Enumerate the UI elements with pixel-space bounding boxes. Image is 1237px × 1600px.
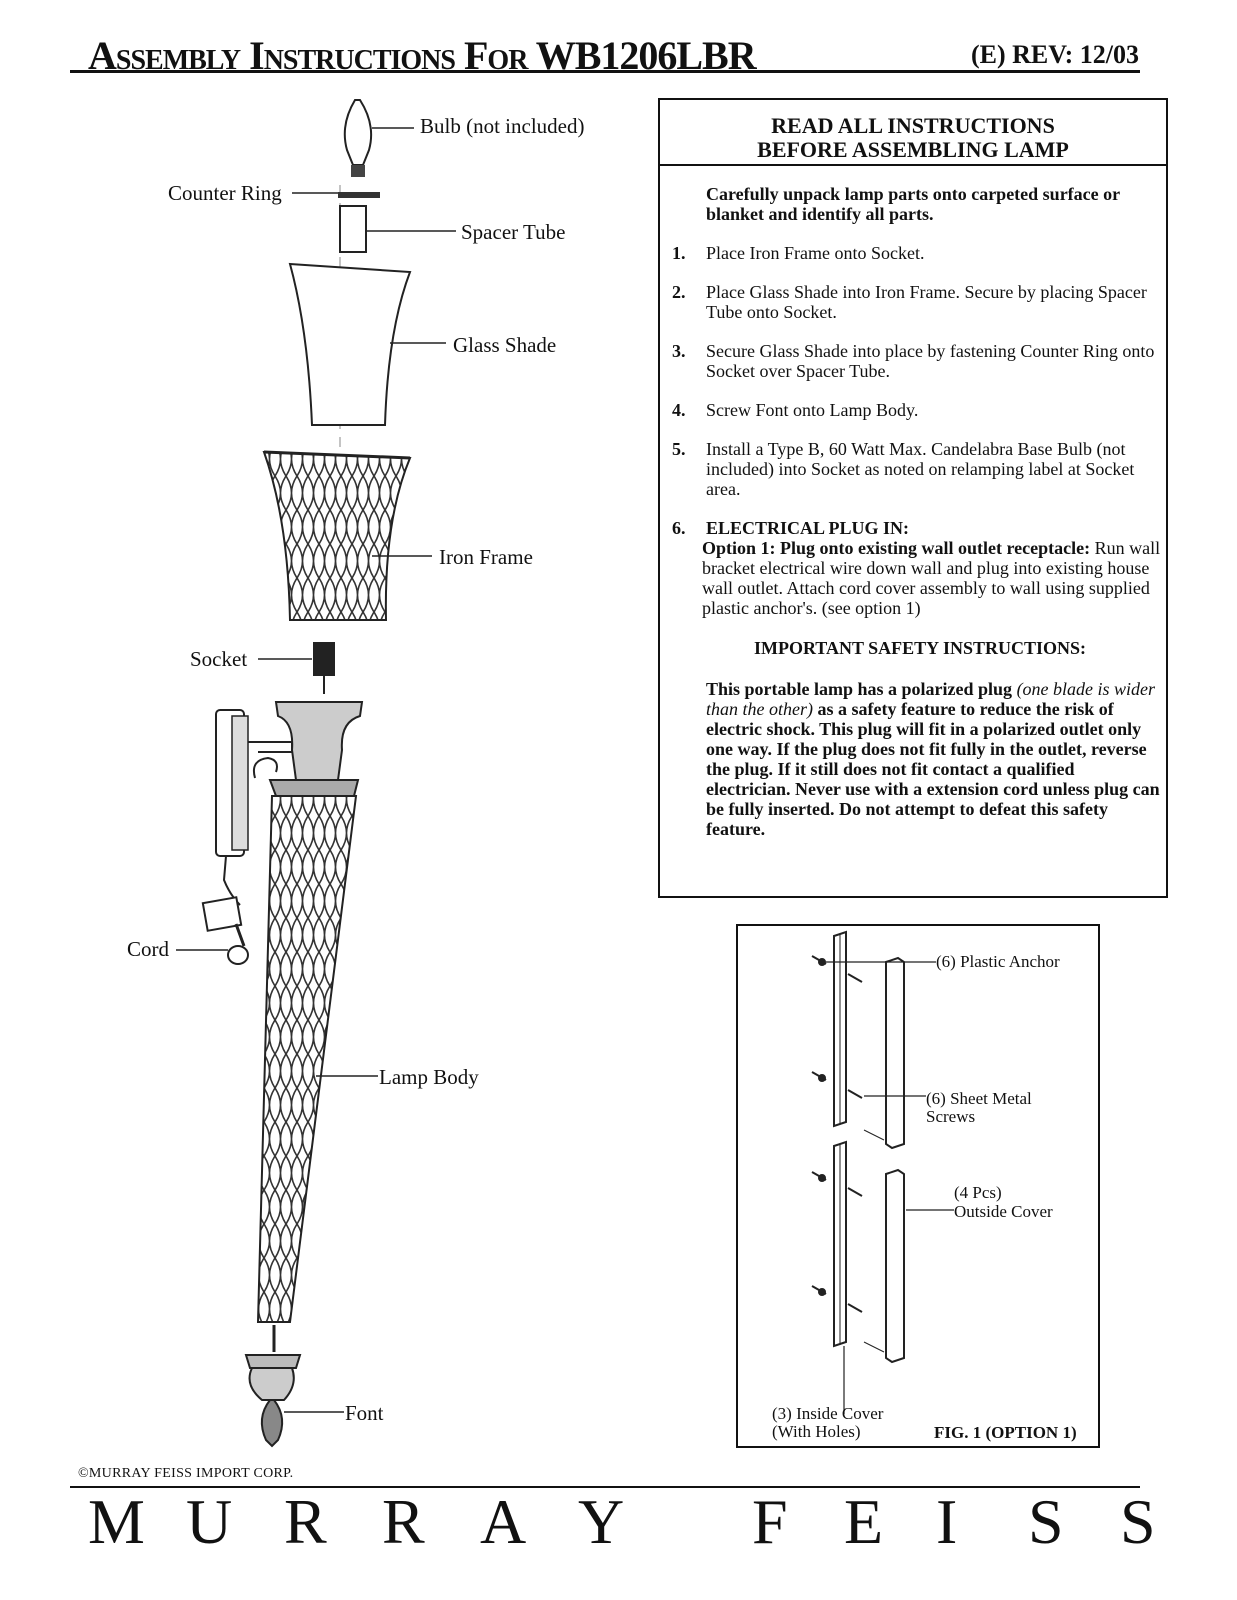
label-spacer-tube: Spacer Tube bbox=[461, 220, 566, 244]
copyright-text: ©MURRAY FEISS IMPORT CORP. bbox=[78, 1466, 294, 1481]
figure-caption: FIG. 1 (OPTION 1) bbox=[934, 1423, 1077, 1442]
brand-letter: F bbox=[752, 1486, 788, 1557]
instructions-body: Carefully unpack lamp parts onto carpete… bbox=[672, 184, 1162, 839]
step-number: 6. bbox=[672, 518, 686, 538]
label-cord: Cord bbox=[127, 937, 169, 961]
step-2: 2. Place Glass Shade into Iron Frame. Se… bbox=[672, 282, 1162, 322]
brand-letter: R bbox=[382, 1486, 425, 1557]
brand-letter: A bbox=[480, 1486, 527, 1557]
brand-letter: R bbox=[284, 1486, 327, 1557]
label-font: Font bbox=[345, 1401, 384, 1425]
font-part bbox=[244, 1354, 302, 1448]
brand-letter: I bbox=[936, 1486, 958, 1557]
step-text: Screw Font onto Lamp Body. bbox=[706, 400, 919, 420]
brand-letter: E bbox=[844, 1486, 884, 1557]
step-text: Secure Glass Shade into place by fasteni… bbox=[706, 341, 1155, 381]
safety-text: This portable lamp has a polarized plug … bbox=[706, 679, 1162, 839]
glass-shade-part bbox=[288, 262, 412, 426]
step-6: 6. ELECTRICAL PLUG IN: Option 1: Plug on… bbox=[672, 518, 1162, 618]
step-number: 4. bbox=[672, 400, 686, 420]
step-4: 4. Screw Font onto Lamp Body. bbox=[672, 400, 1162, 420]
cord-cover-diagram bbox=[811, 930, 954, 1414]
safety-text-part-1: This portable lamp has a polarized plug bbox=[706, 679, 1013, 699]
safety-text-italic: (one blade is wider than the other) bbox=[706, 679, 1156, 719]
spacer-tube-part bbox=[339, 205, 367, 253]
counter-ring-part bbox=[338, 192, 380, 198]
brand-letter: M bbox=[88, 1486, 145, 1557]
label-glass-shade: Glass Shade bbox=[453, 333, 557, 357]
lamp-exploded-diagram bbox=[176, 99, 456, 1448]
socket-part bbox=[313, 642, 335, 694]
label-outside-cover-1: (4 Pcs) bbox=[954, 1183, 1002, 1202]
figure-1-panel: (6) Plastic Anchor (6) Sheet Metal Screw… bbox=[736, 924, 1100, 1448]
label-plastic-anchor: (6) Plastic Anchor bbox=[936, 952, 1060, 971]
cord-part bbox=[201, 855, 249, 965]
step-number: 1. bbox=[672, 243, 686, 263]
label-iron-frame: Iron Frame bbox=[439, 545, 533, 569]
step-number: 5. bbox=[672, 439, 686, 459]
iron-frame-part bbox=[262, 450, 412, 621]
step-1: 1. Place Iron Frame onto Socket. bbox=[672, 243, 1162, 263]
step-text: Install a Type B, 60 Watt Max. Candelabr… bbox=[706, 439, 1135, 499]
label-inside-cover-1: (3) Inside Cover bbox=[772, 1404, 884, 1423]
instructions-panel: READ ALL INSTRUCTIONS BEFORE ASSEMBLING … bbox=[658, 98, 1168, 898]
brand-letter: Y bbox=[578, 1486, 625, 1557]
instructions-heading: READ ALL INSTRUCTIONS BEFORE ASSEMBLING … bbox=[660, 100, 1166, 166]
safety-text-part-2: as a safety feature to reduce the risk o… bbox=[706, 699, 1160, 839]
label-sheet-metal-1: (6) Sheet Metal bbox=[926, 1089, 1032, 1108]
brand-letter: U bbox=[186, 1486, 233, 1557]
heading-line-1: READ ALL INSTRUCTIONS bbox=[771, 113, 1055, 138]
label-inside-cover-2: (With Holes) bbox=[772, 1422, 861, 1441]
option-text: Run wall bracket electrical wire down wa… bbox=[702, 538, 1161, 618]
label-socket: Socket bbox=[190, 647, 248, 671]
safety-title: IMPORTANT SAFETY INSTRUCTIONS: bbox=[753, 638, 1087, 658]
lamp-body-part bbox=[256, 795, 358, 1323]
step-6-option: Option 1: Plug onto existing wall outlet… bbox=[702, 538, 1162, 618]
label-lamp-body: Lamp Body bbox=[379, 1065, 479, 1089]
label-counter-ring: Counter Ring bbox=[168, 181, 282, 205]
intro-text: Carefully unpack lamp parts onto carpete… bbox=[706, 184, 1120, 224]
brand-letter: S bbox=[1028, 1486, 1064, 1557]
option-title: Option 1: Plug onto existing wall outlet… bbox=[702, 538, 1091, 558]
footer-divider bbox=[70, 1486, 1140, 1488]
label-outside-cover-2: Outside Cover bbox=[954, 1202, 1053, 1221]
label-sheet-metal-2: Screws bbox=[926, 1107, 976, 1126]
step-text: Place Glass Shade into Iron Frame. Secur… bbox=[706, 282, 1147, 322]
lamp-capital-part bbox=[268, 701, 364, 797]
label-bulb: Bulb (not included) bbox=[420, 114, 585, 138]
step-5: 5. Install a Type B, 60 Watt Max. Candel… bbox=[672, 439, 1162, 499]
step-number: 2. bbox=[672, 282, 686, 302]
step-text: Place Iron Frame onto Socket. bbox=[706, 243, 925, 263]
step-6-title: ELECTRICAL PLUG IN: bbox=[706, 518, 910, 538]
heading-line-2: BEFORE ASSEMBLING LAMP bbox=[757, 137, 1069, 162]
step-3: 3. Secure Glass Shade into place by fast… bbox=[672, 341, 1162, 381]
header-divider bbox=[70, 70, 1140, 73]
revision-label: (E) REV: 12/03 bbox=[970, 40, 1139, 69]
brand-letter: S bbox=[1120, 1486, 1156, 1557]
bulb-part bbox=[343, 99, 373, 177]
step-number: 3. bbox=[672, 341, 686, 361]
